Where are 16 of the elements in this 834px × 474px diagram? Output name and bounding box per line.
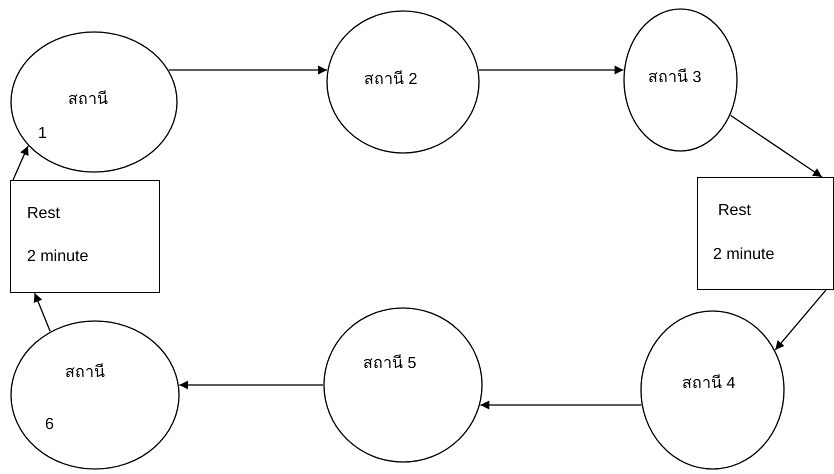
rest-box: Rest 2 minute	[10, 180, 160, 293]
station-label: สถานี 3	[648, 67, 702, 88]
rest-box: Rest 2 minute	[697, 177, 834, 290]
arrow	[12, 146, 29, 180]
arrow	[168, 66, 328, 74]
arrow	[480, 400, 642, 410]
arrow	[34, 292, 51, 332]
station-label: สถานี 5	[363, 353, 418, 374]
station-label: สถานี 2	[364, 69, 418, 90]
arrow	[730, 114, 822, 178]
arrow	[179, 380, 323, 390]
station-label: สถานี 1	[38, 89, 108, 144]
arrow	[774, 290, 826, 350]
station-label: สถานี 6	[45, 362, 105, 435]
station-label: สถานี 4	[682, 373, 736, 394]
arrow	[478, 66, 624, 74]
